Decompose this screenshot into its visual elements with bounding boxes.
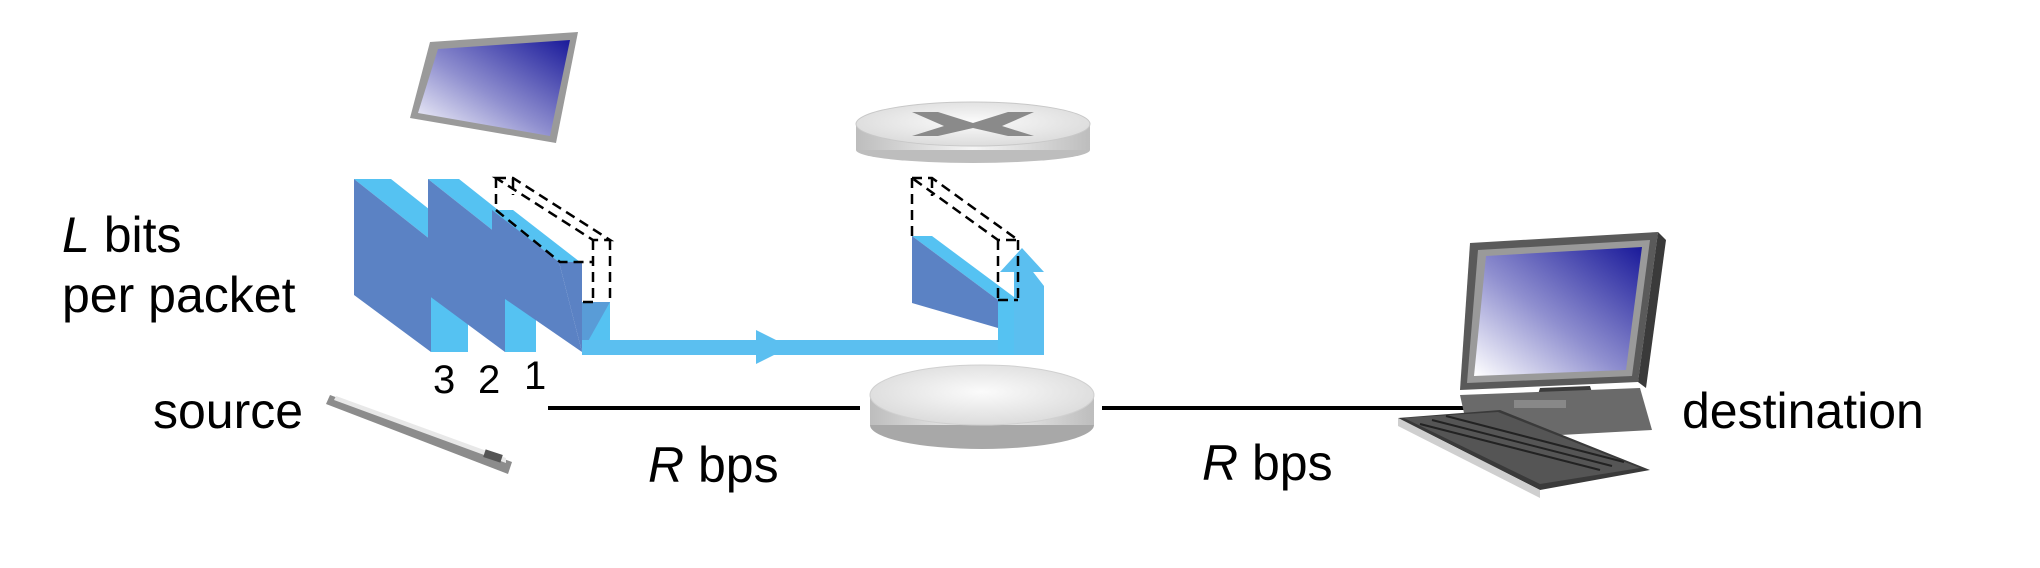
packet-size-variable: L	[62, 207, 90, 263]
rate-unit-2: bps	[1238, 435, 1333, 491]
packet-number-1: 1	[524, 354, 547, 398]
packet-number-3: 3	[433, 358, 456, 402]
destination-label: destination	[1682, 383, 1924, 439]
source-label: source	[153, 383, 304, 439]
packet-size-unit: bits	[89, 207, 182, 263]
rate-variable-1: R	[648, 437, 685, 493]
source-packets	[354, 176, 615, 352]
laptop-icon	[326, 32, 578, 474]
packet-number-2: 2	[478, 358, 501, 402]
packet-size-label-line1: L bits	[62, 210, 182, 260]
rate-unit-1: bps	[684, 437, 779, 493]
bit-flow-arrow	[582, 248, 1044, 364]
packet-size-label-line2: per packet	[62, 267, 296, 323]
router-disc-icon	[869, 364, 1095, 449]
desktop-computer-icon	[1398, 232, 1666, 498]
link-rate-label-2: R bps	[1202, 438, 1333, 488]
link-rate-label-1: R bps	[648, 440, 779, 490]
packet-1-sent-outline	[491, 176, 615, 304]
rate-variable-2: R	[1202, 435, 1239, 491]
router-packet	[908, 176, 1022, 355]
router-icon	[855, 101, 1091, 163]
